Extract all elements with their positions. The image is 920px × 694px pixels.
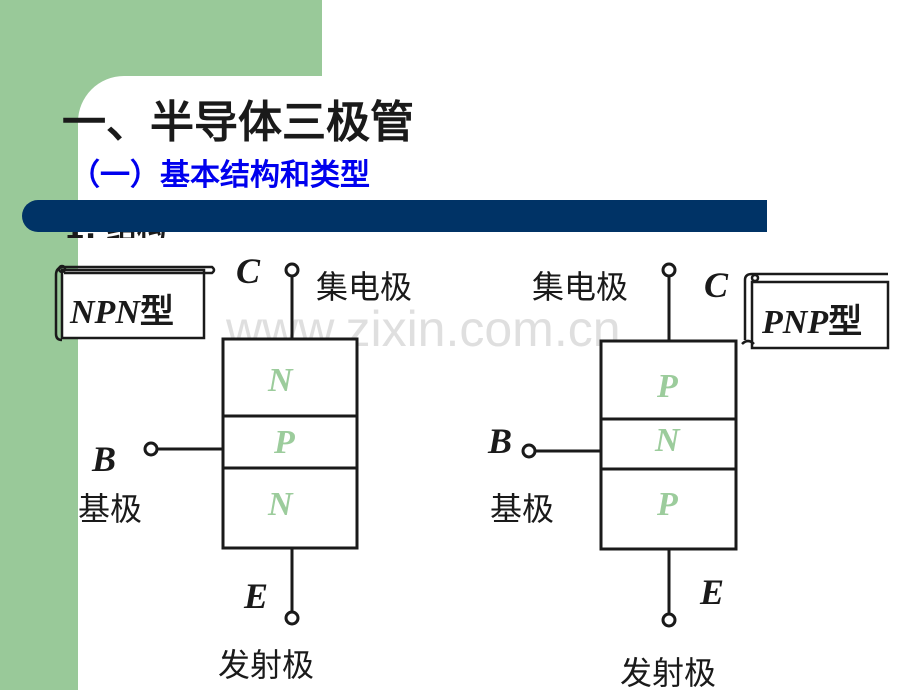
npn-emitter-label: 发射极 [218,646,315,684]
npn-layer-middle: P [274,424,295,461]
npn-transistor [143,262,359,626]
npn-type-scroll [54,264,216,342]
npn-collector-terminal[interactable] [284,262,300,278]
npn-base-letter: B [92,439,117,479]
pnp-type-label: PNP型 [762,294,862,343]
npn-base-label: 基极 [78,490,143,528]
npn-emitter-terminal[interactable] [284,610,300,626]
content-panel [78,76,920,690]
pnp-transistor [521,262,738,628]
npn-layer-bottom: N [268,486,293,523]
pnp-layer-bottom: P [657,486,678,523]
pnp-emitter-letter: E [700,572,725,612]
pnp-base-label: 基极 [490,490,555,528]
navy-divider-bar [22,200,767,232]
pnp-base-terminal[interactable] [521,443,537,459]
npn-type-prefix: NPN [70,294,140,331]
npn-base-terminal[interactable] [143,441,159,457]
pnp-collector-letter: C [704,265,729,305]
npn-collector-letter: C [236,251,261,291]
pnp-type-suffix: 型 [828,302,863,342]
pnp-layer-middle: N [655,422,680,459]
npn-type-label: NPN型 [70,284,174,333]
pnp-emitter-terminal[interactable] [661,612,677,628]
slide-title: 一、半导体三极管 [62,97,414,148]
npn-collector-label: 集电极 [316,268,413,306]
pnp-collector-label: 集电极 [532,268,629,306]
pnp-type-prefix: PNP [762,304,829,341]
pnp-body [599,339,738,551]
npn-type-suffix: 型 [139,292,174,332]
npn-emitter-letter: E [244,576,269,616]
npn-body [221,337,359,550]
slide-subtitle: （一）基本结构和类型 [70,158,370,193]
pnp-layer-top: P [657,368,678,405]
pnp-collector-terminal[interactable] [661,262,677,278]
pnp-emitter-label: 发射极 [620,654,717,692]
pnp-base-letter: B [488,421,513,461]
npn-layer-top: N [268,362,293,399]
pnp-type-scroll [741,272,890,350]
